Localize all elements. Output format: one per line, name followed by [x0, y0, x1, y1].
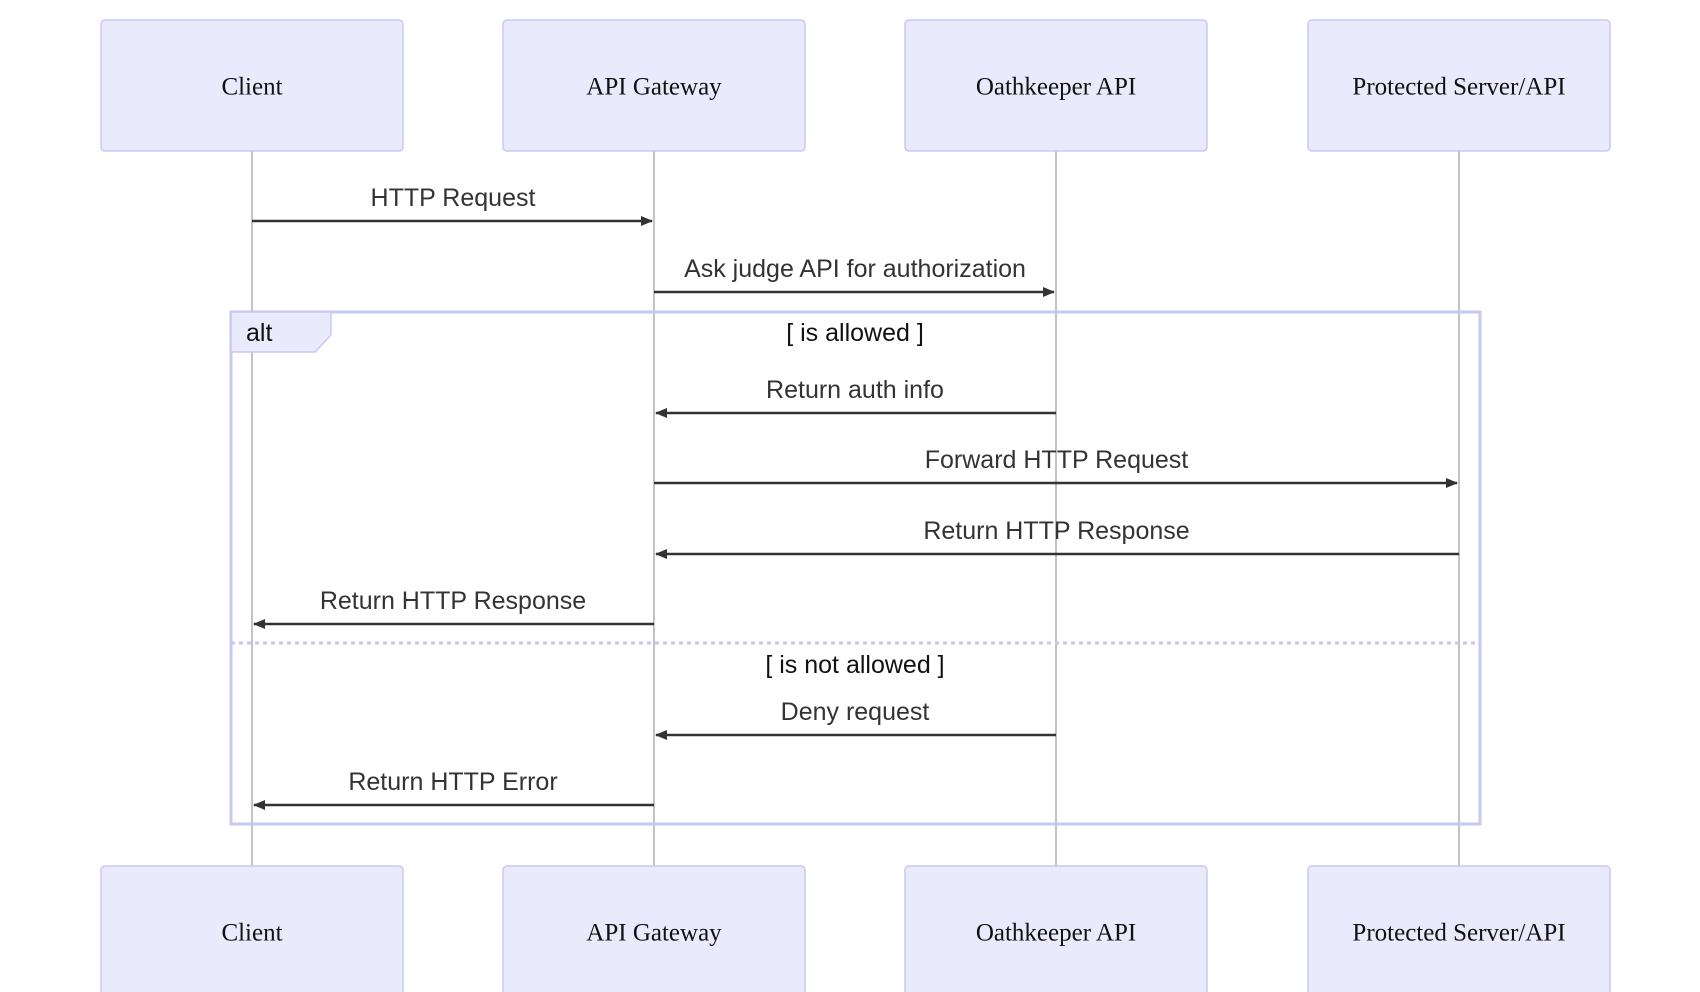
actor-box	[502, 19, 806, 152]
actor-gateway-top: API Gateway	[502, 19, 806, 152]
lifelines	[251, 151, 1460, 866]
actor-label: API Gateway	[586, 74, 722, 101]
actor-gateway-bottom: API Gateway	[502, 865, 806, 992]
actor-box	[904, 865, 1208, 992]
message-label: Return HTTP Response	[320, 587, 586, 615]
actor-label: Protected Server/API	[1352, 74, 1565, 101]
alt-frame-label: alt	[246, 319, 272, 347]
actor-box	[904, 19, 1208, 152]
actor-oathkeeper-top: Oathkeeper API	[904, 19, 1208, 152]
alt-frame: alt [ is allowed ] [ is not allowed ]	[229, 310, 1482, 826]
actor-label: Oathkeeper API	[976, 920, 1136, 947]
actor-label: Client	[221, 920, 282, 947]
actor-label: Oathkeeper API	[976, 74, 1136, 101]
actors-bottom: Client API Gateway Oathkeeper API Protected…	[100, 865, 1611, 992]
message-4: Forward HTTP Request	[654, 446, 1458, 488]
actor-box	[100, 19, 404, 152]
message-label: Ask judge API for authorization	[684, 255, 1026, 283]
message-6: Return HTTP Response	[253, 587, 654, 629]
actor-protected-bottom: Protected Server/API	[1307, 865, 1611, 992]
actor-label: Client	[221, 74, 282, 101]
actor-client-top: Client	[100, 19, 404, 152]
message-5: Return HTTP Response	[655, 517, 1459, 559]
message-label: Return auth info	[766, 376, 944, 404]
message-label: Return HTTP Error	[348, 768, 557, 796]
actor-box	[100, 865, 404, 992]
actor-box	[1307, 19, 1611, 152]
message-label: Return HTTP Response	[923, 517, 1189, 545]
message-label: Forward HTTP Request	[925, 446, 1189, 474]
message-2: Ask judge API for authorization	[654, 255, 1055, 297]
alt-frame-tag	[230, 311, 332, 353]
message-label: Deny request	[781, 698, 930, 726]
actors-top: Client API Gateway Oathkeeper API Protected…	[100, 19, 1611, 152]
alt-guard-not-allowed: [ is not allowed ]	[765, 651, 944, 679]
message-3: Return auth info	[655, 376, 1056, 418]
actor-oathkeeper-bottom: Oathkeeper API	[904, 865, 1208, 992]
actor-protected-top: Protected Server/API	[1307, 19, 1611, 152]
actor-client-bottom: Client	[100, 865, 404, 992]
actor-box	[502, 865, 806, 992]
message-label: HTTP Request	[371, 184, 536, 212]
message-7: Deny request	[655, 698, 1056, 740]
alt-frame-border	[229, 310, 1482, 826]
actor-label: Protected Server/API	[1352, 920, 1565, 947]
alt-guard-allowed: [ is allowed ]	[786, 319, 924, 347]
actor-label: API Gateway	[586, 920, 722, 947]
message-8: Return HTTP Error	[253, 768, 654, 810]
actor-box	[1307, 865, 1611, 992]
message-1: HTTP Request	[252, 184, 653, 226]
